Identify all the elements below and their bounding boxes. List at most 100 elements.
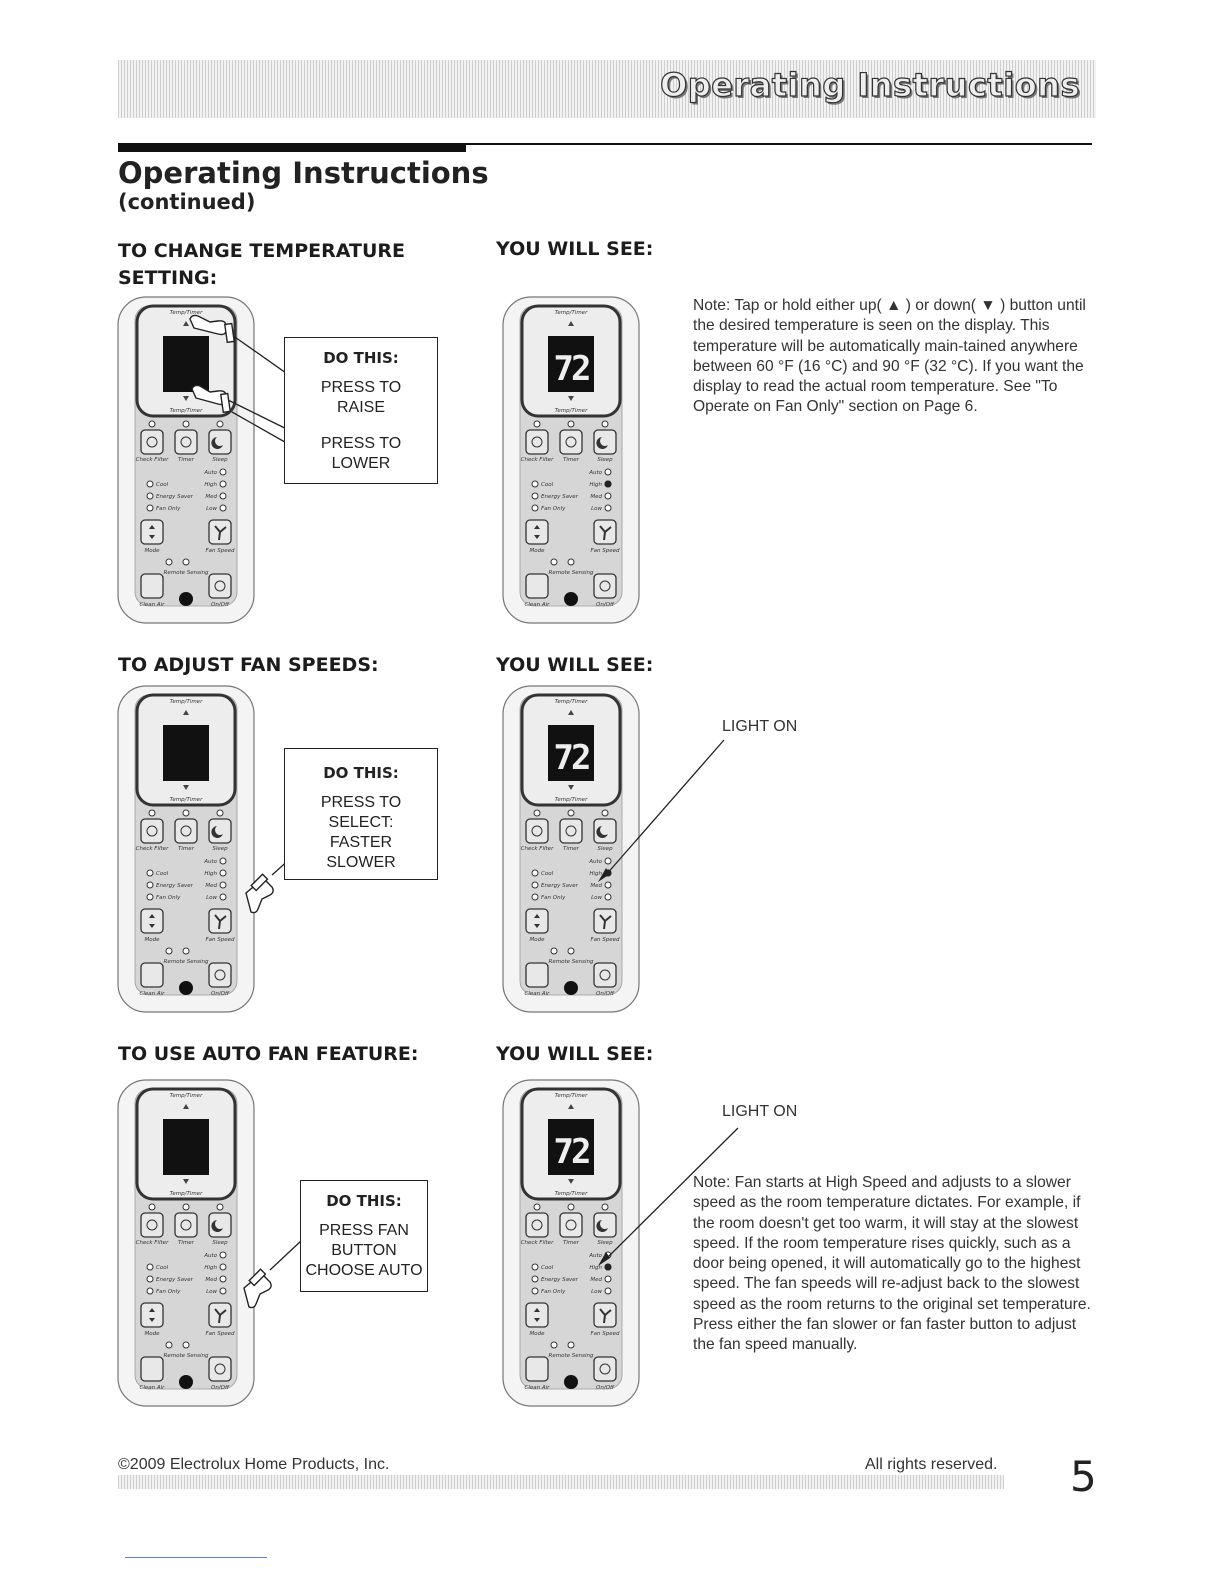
mode-button	[525, 519, 549, 545]
mode-label: Fan Only	[156, 1289, 181, 1295]
speed-led	[219, 1251, 227, 1259]
speed-led	[219, 504, 227, 512]
indicator-led	[148, 809, 156, 817]
speed-led	[604, 893, 612, 901]
timer-label: Timer	[563, 457, 580, 463]
power-icon	[599, 969, 611, 981]
temp-timer-label: Temp/Timer	[170, 797, 203, 803]
mode-label: Energy Saver	[541, 1277, 579, 1283]
up-arrow-icon	[183, 1104, 189, 1109]
speed-label: Med	[590, 883, 602, 889]
mode-led	[146, 893, 154, 901]
mode-label: Fan Only	[541, 1289, 566, 1295]
speed-led	[219, 857, 227, 865]
on-off-button	[593, 573, 617, 599]
title-rule-thick	[118, 143, 466, 152]
indicator-led	[550, 558, 558, 566]
clean-air-button	[140, 573, 164, 599]
speed-label: High	[589, 871, 602, 877]
page-subtitle: (continued)	[118, 190, 256, 214]
mode-label: Mode	[530, 1331, 546, 1337]
up-arrow-icon	[183, 321, 189, 326]
clean-air-button	[525, 1356, 549, 1382]
timer-button	[174, 429, 198, 455]
clock-icon	[180, 436, 192, 448]
timer-button	[559, 429, 583, 455]
on-off-label: On/Off	[211, 991, 230, 997]
mode-led	[146, 480, 154, 488]
ir-sensor	[564, 1375, 578, 1389]
remote-sensing-label: Remote Sensing	[549, 959, 594, 965]
header-banner: Operating Instructions	[118, 60, 1096, 118]
fan-speed-label: Fan Speed	[205, 548, 235, 554]
mode-led	[146, 1263, 154, 1271]
check-filter-label: Check Filter	[521, 457, 554, 463]
indicator-led	[216, 420, 224, 428]
mode-led	[146, 492, 154, 500]
ir-sensor	[564, 592, 578, 606]
clean-air-button	[525, 962, 549, 988]
timer-label: Timer	[178, 1240, 195, 1246]
speed-led	[219, 480, 227, 488]
mode-led	[531, 1275, 539, 1283]
remote-sensing-label: Remote Sensing	[549, 1353, 594, 1359]
mode-button	[140, 908, 164, 934]
indicator-led	[550, 1341, 558, 1349]
check-filter-label: Check Filter	[136, 846, 169, 852]
fan-speed-label: Fan Speed	[590, 548, 620, 554]
up-arrow-icon	[568, 321, 574, 326]
down-arrow-icon	[568, 396, 574, 401]
indicator-led	[182, 420, 190, 428]
speed-led	[219, 881, 227, 889]
display-screen	[548, 336, 594, 392]
indicator-led	[165, 558, 173, 566]
speed-led	[604, 881, 612, 889]
filter-icon	[146, 1219, 158, 1231]
speed-label: Med	[590, 1277, 602, 1283]
indicator-led	[567, 947, 575, 955]
do-this-line: PRESS TO	[320, 794, 402, 811]
do-this-title: DO THIS:	[326, 1192, 402, 1210]
mode-label: Cool	[541, 1265, 554, 1271]
speed-led	[219, 1263, 227, 1271]
mode-label: Mode	[530, 937, 546, 943]
do-this-title: DO THIS:	[323, 349, 399, 367]
mode-label: Energy Saver	[541, 494, 579, 500]
do-this-line: SLOWER	[326, 854, 396, 871]
mode-label: Cool	[541, 871, 554, 877]
bottom-link-line	[125, 1557, 267, 1558]
indicator-led	[601, 420, 609, 428]
temperature-note: Note: Tap or hold either up( ▲ ) or down…	[693, 297, 1086, 416]
temp-timer-label: Temp/Timer	[555, 310, 588, 316]
timer-button	[559, 818, 583, 844]
clean-air-label: Clean Air	[140, 1385, 166, 1391]
indicator-led	[148, 420, 156, 428]
clock-icon	[565, 436, 577, 448]
copyright-text: ©2009 Electrolux Home Products, Inc.	[118, 1456, 390, 1473]
clock-icon	[180, 825, 192, 837]
check-filter-button	[525, 818, 549, 844]
power-icon	[214, 1363, 226, 1375]
speed-label: Med	[590, 494, 602, 500]
power-icon	[214, 969, 226, 981]
mode-button	[140, 519, 164, 545]
mode-led	[146, 869, 154, 877]
indicator-led	[533, 809, 541, 817]
down-arrow-icon	[568, 1179, 574, 1184]
check-filter-label: Check Filter	[136, 1240, 169, 1246]
clean-air-button	[525, 573, 549, 599]
mode-label: Fan Only	[156, 506, 181, 512]
mode-led	[531, 504, 539, 512]
display-value: 72	[554, 1132, 589, 1172]
speed-led	[219, 492, 227, 500]
check-filter-button	[525, 429, 549, 455]
mode-led	[531, 1263, 539, 1271]
speed-label: Auto	[203, 470, 217, 476]
temp-timer-label: Temp/Timer	[170, 1093, 203, 1099]
timer-label: Timer	[563, 846, 580, 852]
section-1-see-heading: YOU WILL SEE:	[496, 238, 654, 260]
speed-label: Med	[205, 1277, 217, 1283]
fan-speed-label: Fan Speed	[590, 1331, 620, 1337]
